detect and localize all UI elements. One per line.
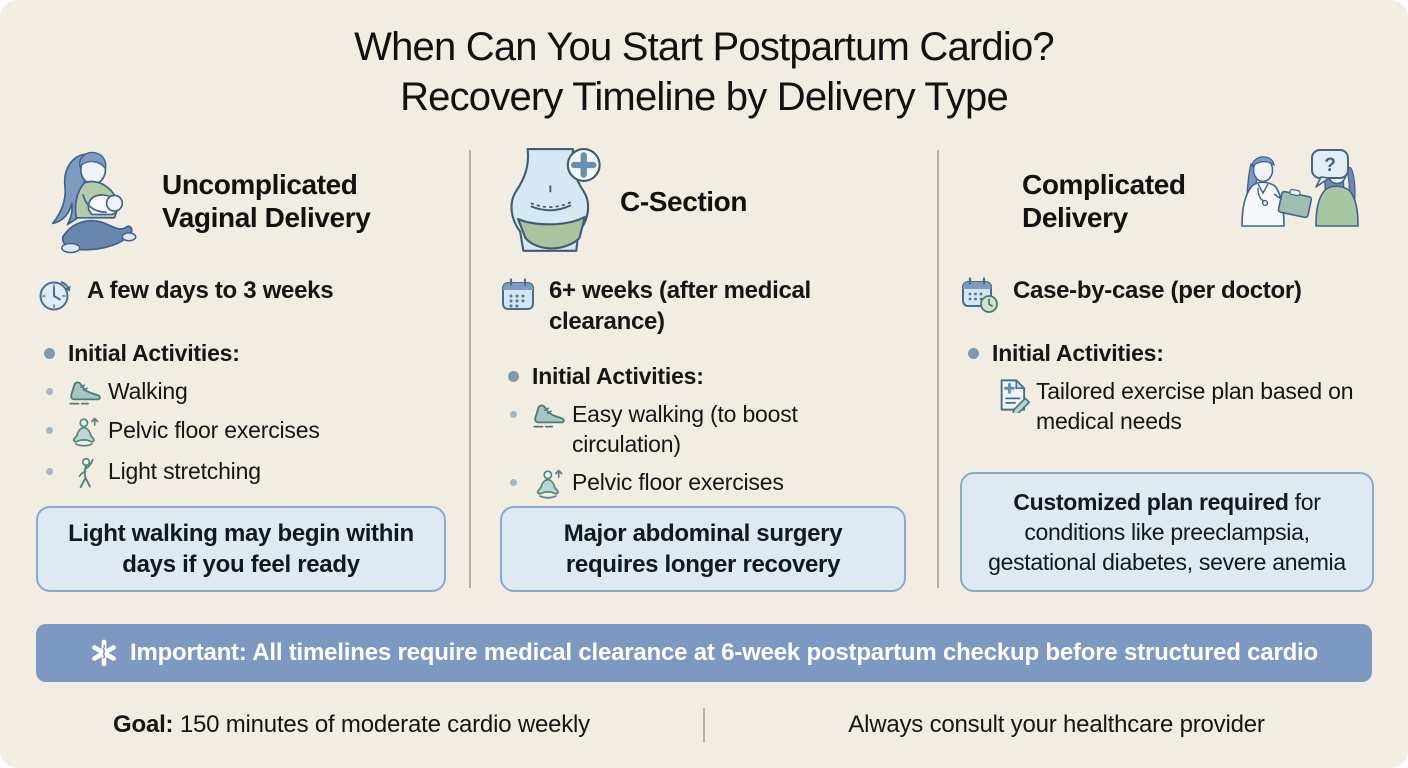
- activities-list: Initial Activities: Easy walking (to boo…: [500, 361, 906, 500]
- timeline-row: A few days to 3 weeks: [36, 275, 446, 314]
- bullet-dot: [500, 361, 526, 382]
- star-of-life-icon: [90, 639, 118, 667]
- callout-bold-text: Customized plan required: [1013, 489, 1289, 515]
- column-header: C-Section: [500, 145, 906, 257]
- timeline-text: 6+ weeks (after medical clearance): [549, 277, 811, 335]
- bullet-dot: [500, 399, 526, 418]
- callout-note: Major abdominal surgery requires longer …: [500, 506, 906, 592]
- calendar-icon: [500, 276, 536, 312]
- list-item: Light stretching: [36, 456, 446, 491]
- column-header: Uncomplicated Vaginal Delivery: [36, 145, 446, 257]
- column-vaginal-delivery: Uncomplicated Vaginal Delivery A few day…: [36, 145, 446, 592]
- sneaker-icon: [526, 400, 572, 430]
- list-item: Initial Activities:: [500, 361, 906, 391]
- activity-text: Pelvic floor exercises: [572, 469, 784, 495]
- title-line-1: When Can You Start Postpartum Cardio?: [354, 25, 1055, 69]
- column-c-section: C-Section 6+ weeks (after medical cleara…: [500, 145, 906, 592]
- column-heading: C-Section: [620, 185, 748, 217]
- activities-list: Initial Activities: Walking: [36, 338, 446, 491]
- list-item: Tailored exercise plan based on medical …: [960, 376, 1374, 436]
- pelvic-floor-meditation-icon: [526, 468, 572, 500]
- callout-text: Major abdominal surgery requires longer …: [563, 520, 843, 578]
- column-complicated-delivery: Complicated Delivery: [960, 145, 1374, 592]
- column-divider: [469, 150, 471, 588]
- list-item: Walking: [36, 376, 446, 407]
- goal-text: 150 minutes of moderate cardio weekly: [173, 711, 590, 738]
- pelvic-floor-meditation-icon: [62, 416, 108, 448]
- timeline-row: Case-by-case (per doctor): [960, 275, 1374, 314]
- footer-goal: Goal: 150 minutes of moderate cardio wee…: [0, 711, 703, 739]
- callout-text: Customized plan required for conditions …: [968, 487, 1366, 577]
- important-banner: Important: All timelines require medical…: [36, 624, 1372, 682]
- footer: Goal: 150 minutes of moderate cardio wee…: [0, 698, 1408, 752]
- list-item: Initial Activities:: [960, 338, 1374, 368]
- activities-label: Initial Activities:: [532, 363, 704, 389]
- activity-text: Light stretching: [108, 458, 261, 484]
- bullet-dot: [36, 415, 62, 434]
- column-heading: Uncomplicated Vaginal Delivery: [162, 169, 371, 233]
- activity-text: Easy walking (to boost circulation): [572, 401, 798, 457]
- banner-text: Important: All timelines require medical…: [129, 639, 1318, 666]
- exercise-plan-document-icon: [992, 377, 1036, 413]
- activities-label: Initial Activities:: [68, 340, 240, 366]
- activities-label: Initial Activities:: [992, 340, 1164, 366]
- activities-list: Initial Activities: Tailored exercise pl…: [960, 338, 1374, 436]
- page-title: When Can You Start Postpartum Cardio? Re…: [0, 22, 1408, 122]
- column-divider: [937, 150, 939, 588]
- bullet-dot: [500, 467, 526, 486]
- activity-text: Pelvic floor exercises: [108, 417, 320, 443]
- callout-rest-text: for conditions like preeclampsia, gestat…: [988, 489, 1346, 575]
- stretching-person-icon: [62, 457, 108, 491]
- bullet-dot: [36, 338, 62, 359]
- c-section-belly-icon: [500, 147, 606, 255]
- goal-label: Goal:: [113, 711, 174, 738]
- list-item: Easy walking (to boost circulation): [500, 399, 906, 459]
- callout-text: Light walking may begin within days if y…: [68, 520, 414, 578]
- callout-note: Light walking may begin within days if y…: [36, 506, 446, 592]
- list-item: Pelvic floor exercises: [36, 415, 446, 448]
- calendar-clock-icon: [960, 276, 1000, 314]
- advice-text: Always consult your healthcare provider: [848, 711, 1265, 738]
- doctor-patient-consult-icon: ?: [1224, 148, 1374, 254]
- timeline-text: A few days to 3 weeks: [87, 277, 334, 304]
- title-line-2: Recovery Timeline by Delivery Type: [400, 75, 1009, 119]
- clock-history-icon: [36, 276, 74, 314]
- sneaker-icon: [62, 377, 108, 407]
- column-heading: Complicated Delivery: [1022, 169, 1186, 233]
- list-item: Pelvic floor exercises: [500, 467, 906, 500]
- footer-advice: Always consult your healthcare provider: [705, 711, 1408, 739]
- activity-text: Walking: [108, 378, 188, 404]
- footer-divider: [703, 708, 705, 742]
- callout-note: Customized plan required for conditions …: [960, 472, 1374, 592]
- timeline-text: Case-by-case (per doctor): [1013, 277, 1302, 304]
- mother-nursing-baby-icon: [36, 145, 148, 257]
- bullet-dot: [36, 376, 62, 395]
- bullet-dot: [960, 338, 986, 359]
- list-item: Initial Activities:: [36, 338, 446, 368]
- question-mark-label: ?: [1324, 155, 1336, 176]
- activity-text: Tailored exercise plan based on medical …: [1036, 378, 1354, 434]
- bullet-dot: [36, 456, 62, 475]
- column-header: Complicated Delivery: [960, 145, 1374, 257]
- timeline-row: 6+ weeks (after medical clearance): [500, 275, 906, 337]
